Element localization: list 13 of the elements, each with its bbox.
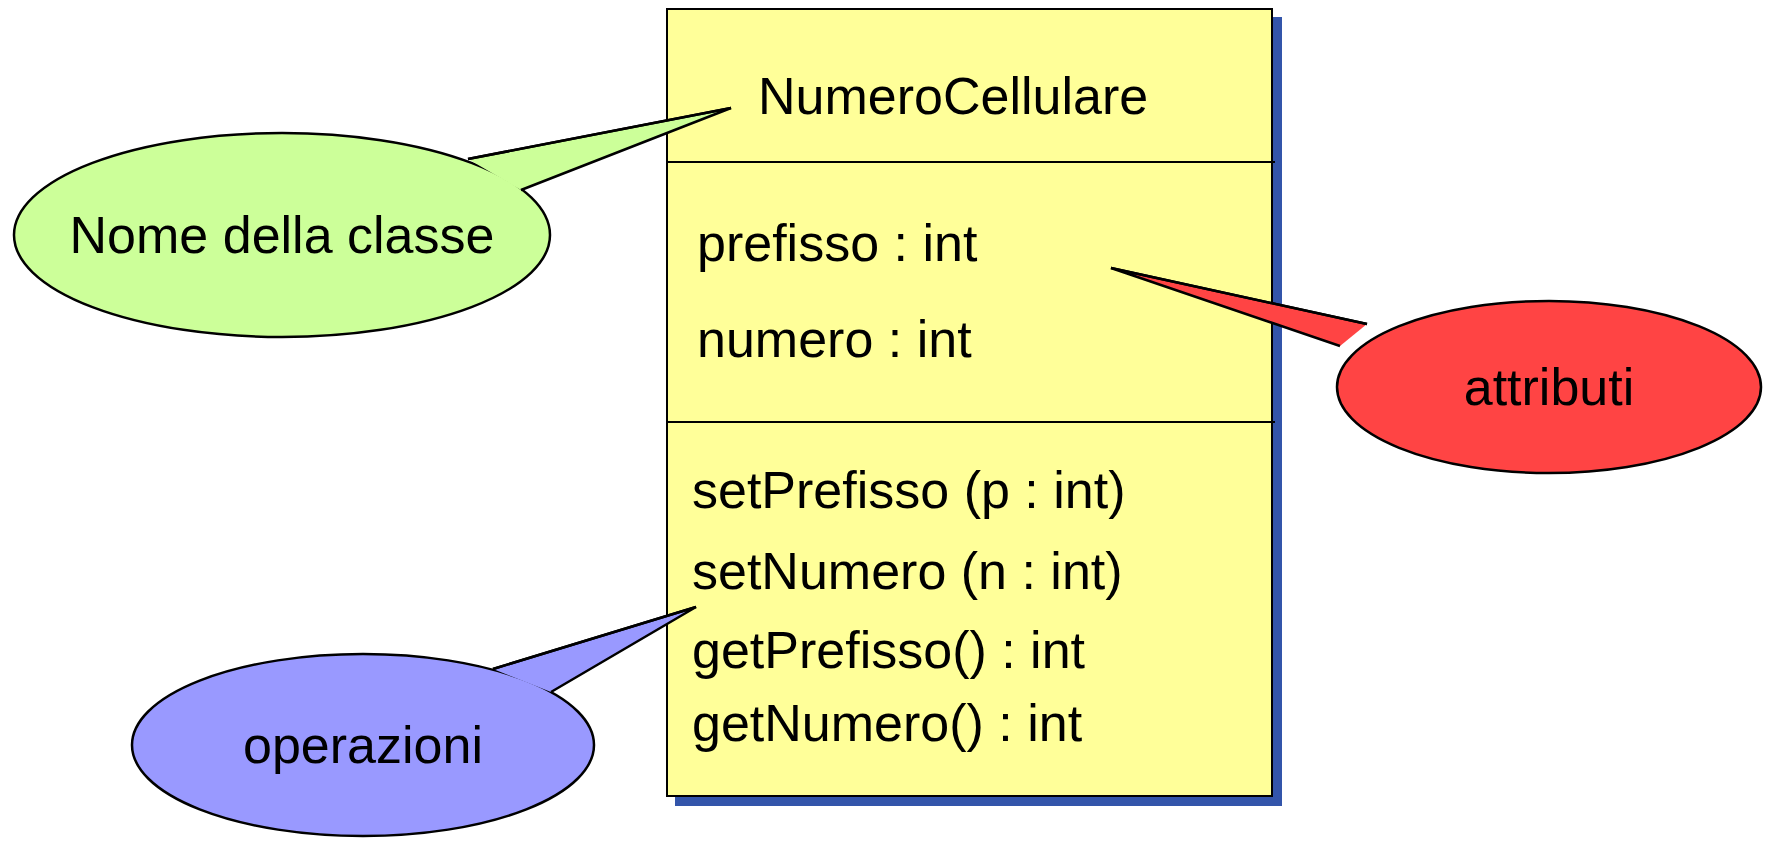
member-text: setPrefisso (p : int) <box>692 460 1126 520</box>
member-text: prefisso : int <box>697 213 978 273</box>
member-text: getPrefisso() : int <box>692 620 1086 680</box>
callout-text: attributi <box>1462 357 1636 417</box>
class-name: NumeroCellulare <box>758 66 1149 126</box>
callout-ellipse <box>12 131 552 339</box>
callout-text: operazioni <box>242 715 484 775</box>
callout-ellipse <box>1335 299 1763 475</box>
member-text: setNumero (n : int) <box>692 541 1123 601</box>
member-text: getNumero() : int <box>692 693 1083 753</box>
member-text: numero : int <box>697 309 972 369</box>
callout-text: Nome della classe <box>68 205 496 265</box>
leader-line <box>1110 266 1368 326</box>
